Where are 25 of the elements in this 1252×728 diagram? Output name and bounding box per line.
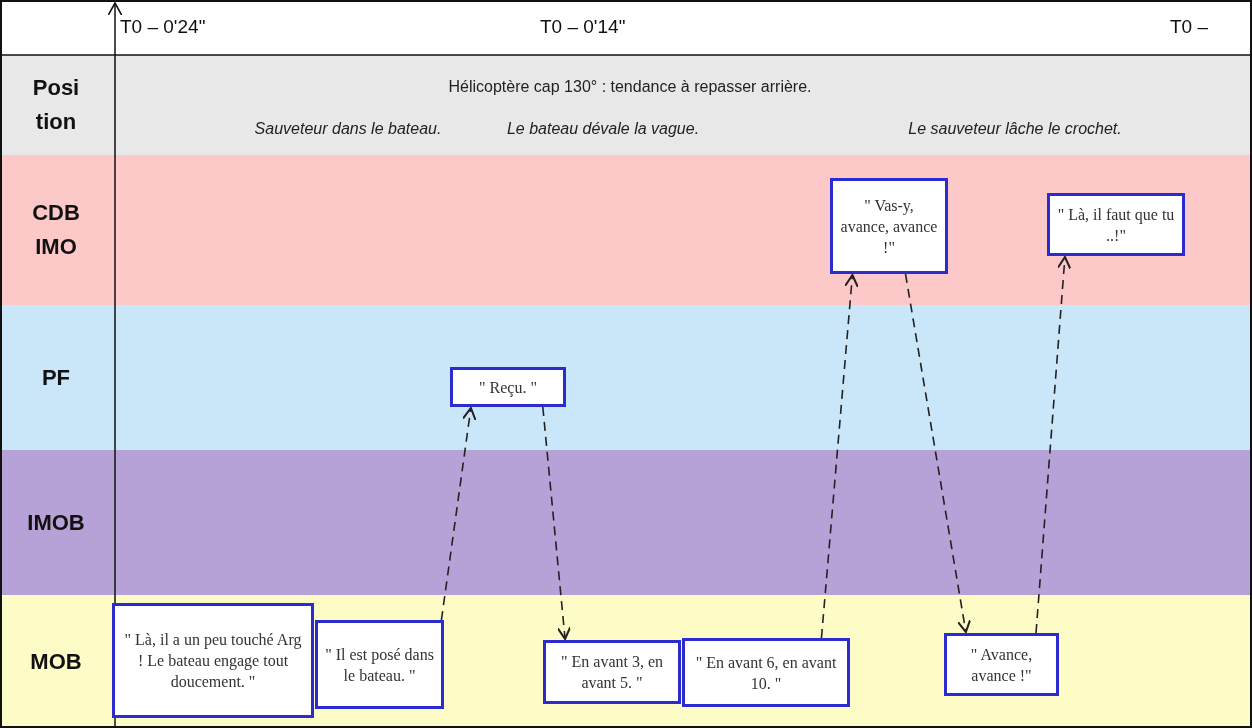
time-label: T0 – 0'14" [540, 16, 626, 38]
speech-box: " Là, il faut que tu ..!" [1047, 193, 1185, 256]
dashed-arrow [820, 274, 859, 639]
dashed-arrow [440, 407, 477, 621]
position-note: Sauveteur dans le bateau. [254, 120, 442, 138]
time-label: T0 – [1170, 16, 1209, 38]
speech-box: " Vas-y, avance, avance !" [830, 178, 948, 274]
dashed-arrow [542, 406, 572, 640]
speech-box: " En avant 6, en avant 10. " [682, 638, 850, 707]
speech-box: " Là, il a un peu touché Arg ! Le bateau engage tout doucement. " [112, 603, 314, 718]
speech-box: " En avant 3, en avant 5. " [543, 640, 681, 704]
speech-box: " Il est posé dans le bateau. " [315, 620, 444, 709]
dashed-arrow [904, 273, 972, 633]
speech-box: " Reçu. " [450, 367, 566, 407]
time-label: T0 – 0'24" [120, 16, 206, 38]
lane-label: CDB IMO [31, 199, 81, 261]
lane-label: PF [40, 363, 72, 392]
lane-label: IMOB [26, 508, 86, 537]
lane-label: Posi tion [31, 74, 81, 136]
position-note: Le sauveteur lâche le crochet. [908, 120, 1122, 138]
lane-label: MOB [29, 647, 83, 676]
position-note: Le bateau dévale la vague. [506, 120, 700, 138]
position-note: Hélicoptère cap 130° : tendance à repasser arrière. [448, 78, 812, 96]
dashed-arrow [1035, 256, 1072, 634]
speech-box: " Avance, avance !" [944, 633, 1059, 696]
